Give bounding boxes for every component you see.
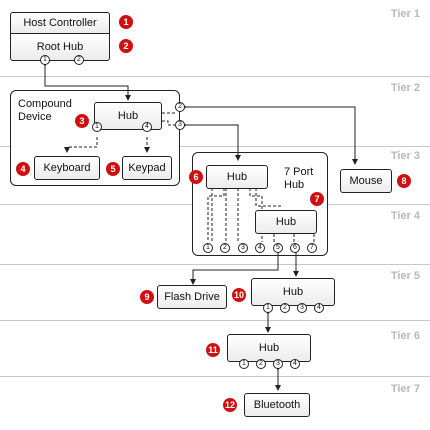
seven-port-port: 1: [203, 243, 213, 253]
tier5-hub-port: 3: [297, 303, 307, 313]
tier-2-label: Tier 2: [390, 82, 420, 94]
badge-1: 1: [119, 15, 133, 29]
tier6-hub-port: 2: [256, 359, 266, 369]
badge-2: 2: [119, 39, 133, 53]
badge-6: 6: [189, 170, 203, 184]
tier6-hub-box: Hub: [227, 334, 311, 362]
seven-port-port: 5: [273, 243, 283, 253]
tier-3-label: Tier 3: [390, 150, 420, 162]
tier5-hub-port: 4: [314, 303, 324, 313]
root-hub-port: 1: [40, 55, 50, 65]
mouse-box: Mouse: [340, 169, 392, 193]
tier-5-label: Tier 5: [390, 270, 420, 282]
tier-separator: [0, 320, 430, 321]
badge-8: 8: [397, 174, 411, 188]
tier-6-label: Tier 6: [390, 330, 420, 342]
flash-drive-box: Flash Drive: [157, 285, 227, 309]
badge-4: 4: [16, 162, 30, 176]
tier6-hub-port: 1: [239, 359, 249, 369]
compound-side-port: 3: [175, 120, 185, 130]
seven-port-inner-hub-box: Hub: [255, 210, 317, 234]
keyboard-box: Keyboard: [34, 156, 100, 180]
badge-3: 3: [75, 114, 89, 128]
badge-12: 12: [223, 398, 237, 412]
seven-port-port: 6: [290, 243, 300, 253]
tier5-hub-box: Hub: [251, 278, 335, 306]
badge-11: 11: [206, 343, 220, 357]
keypad-box: Keypad: [122, 156, 172, 180]
seven-port-hub-label: 7 Port Hub: [284, 166, 314, 191]
seven-port-port: 2: [220, 243, 230, 253]
badge-10: 10: [232, 288, 246, 302]
tier-separator: [0, 376, 430, 377]
root-hub-box: Root Hub: [10, 33, 110, 61]
compound-hub-port: 4: [142, 122, 152, 132]
tier-1-label: Tier 1: [390, 8, 420, 20]
compound-device-label: Compound Device: [18, 98, 72, 123]
seven-port-top-hub-box: Hub: [206, 165, 268, 189]
seven-port-port: 4: [255, 243, 265, 253]
compound-side-port: 2: [175, 102, 185, 112]
root-hub-port: 2: [74, 55, 84, 65]
tier-7-label: Tier 7: [390, 383, 420, 395]
seven-port-port: 7: [307, 243, 317, 253]
tier5-hub-port: 2: [280, 303, 290, 313]
badge-5: 5: [106, 162, 120, 176]
bluetooth-box: Bluetooth: [244, 393, 310, 417]
tier6-hub-port: 3: [273, 359, 283, 369]
badge-7: 7: [310, 192, 324, 206]
host-controller-box: Host Controller: [10, 12, 110, 34]
tier-separator: [0, 76, 430, 77]
seven-port-port: 3: [238, 243, 248, 253]
compound-hub-port: 1: [92, 122, 102, 132]
tier-4-label: Tier 4: [390, 210, 420, 222]
tier5-hub-port: 1: [263, 303, 273, 313]
badge-9: 9: [140, 290, 154, 304]
tier6-hub-port: 4: [290, 359, 300, 369]
